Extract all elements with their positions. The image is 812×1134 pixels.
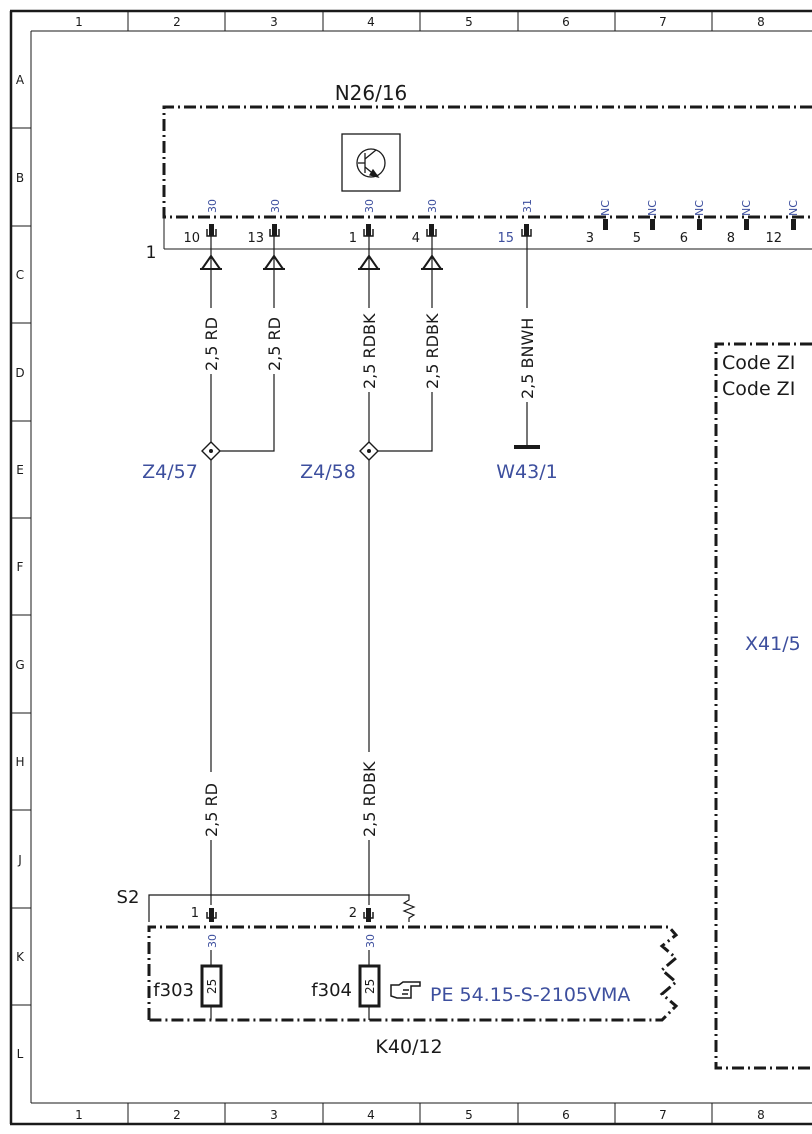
col-label: 5: [465, 15, 473, 29]
connector-number: 1: [146, 243, 157, 263]
terminal-label: 30: [269, 199, 282, 213]
terminal-label: 30: [426, 199, 439, 213]
col-label: 8: [757, 15, 765, 29]
col-label: 4: [367, 15, 375, 29]
terminal-label: NC: [599, 200, 612, 216]
col-label: 1: [75, 15, 83, 29]
terminal-label: 30: [206, 199, 219, 213]
pin-number: 13: [247, 231, 264, 246]
wire-labels: 2,5 RD 2,5 RD 2,5 RDBK 2,5 RDBK 2,5 BNWH…: [202, 313, 537, 837]
wire-label: 2,5 RDBK: [423, 313, 442, 389]
col-label: 2: [173, 15, 181, 29]
row-label: H: [15, 755, 24, 769]
pin-number: 4: [412, 231, 420, 246]
wire-label: 2,5 RD: [202, 783, 221, 837]
terminal-label: NC: [787, 200, 800, 216]
splice-label-z4-58: Z4/58: [300, 461, 356, 483]
fuse-label-f303: f303: [153, 980, 194, 1001]
row-label: J: [17, 853, 22, 867]
n26-terminal-labels: 30 30 30 30 31 NC NC NC NC NC: [206, 199, 800, 216]
drawing-frame: [9, 9, 812, 1126]
terminal-label: NC: [740, 200, 753, 216]
pin-number: 5: [633, 231, 641, 246]
fuse-block-k40-12: 30 30 25 25 f303 f304 PE 54.15-S-2105VMA…: [147, 925, 679, 1058]
fuse-rating: 25: [363, 979, 377, 994]
splice-nodes: [201, 441, 379, 461]
wire-label: 2,5 BNWH: [518, 318, 537, 399]
col-label: 6: [562, 15, 570, 29]
row-label: L: [17, 1047, 24, 1061]
pin-number: 1: [349, 231, 357, 246]
col-label: 5: [465, 1108, 473, 1122]
col-label: 2: [173, 1108, 181, 1122]
row-label: A: [16, 73, 25, 87]
pin-number: 15: [497, 231, 514, 246]
code-label-2: Code ZI: [722, 378, 795, 400]
fuse-f304: [358, 964, 381, 1008]
wire-label: 2,5 RD: [265, 317, 284, 371]
pin-number: 12: [765, 231, 782, 246]
pin-number: 6: [680, 231, 688, 246]
fuse-label-f304: f304: [311, 980, 352, 1001]
s2-terminal-label: 30: [364, 934, 377, 948]
s2-pin-number: 1: [191, 906, 199, 921]
row-label: K: [16, 950, 25, 964]
terminal-label: NC: [646, 200, 659, 216]
connector-triangles: [200, 254, 443, 270]
row-labels: A B C D E F G H J K L: [15, 73, 25, 1061]
col-label: 7: [659, 1108, 667, 1122]
s2-pin-number: 2: [349, 906, 357, 921]
row-label: D: [15, 366, 24, 380]
wire-label: 2,5 RD: [202, 317, 221, 371]
reference-link[interactable]: PE 54.15-S-2105VMA: [430, 984, 630, 1006]
column-labels-bottom: 1 2 3 4 5 6 7 8: [75, 1108, 765, 1122]
terminal-label: NC: [693, 200, 706, 216]
wire-label: 2,5 RDBK: [360, 761, 379, 837]
col-label: 3: [270, 1108, 278, 1122]
terminal-label: 31: [521, 199, 534, 213]
row-label: C: [16, 268, 24, 282]
connector-s2: S2 1 2: [117, 887, 416, 922]
col-label: 7: [659, 15, 667, 29]
col-label: 6: [562, 1108, 570, 1122]
fuse-rating: 25: [205, 979, 219, 994]
col-label: 4: [367, 1108, 375, 1122]
splice-label-z4-57: Z4/57: [142, 461, 198, 483]
row-label: F: [17, 560, 24, 574]
fuse-f303: [200, 964, 223, 1008]
wire-label: 2,5 RDBK: [360, 313, 379, 389]
row-label: G: [15, 658, 24, 672]
pin-number: 10: [183, 231, 200, 246]
code-label-1: Code ZI: [722, 352, 795, 374]
connector-label-x41-5: X41/5: [745, 633, 801, 655]
col-label: 8: [757, 1108, 765, 1122]
terminal-label: 30: [363, 199, 376, 213]
s2-terminal-label: 30: [206, 934, 219, 948]
pin-number: 3: [586, 231, 594, 246]
connector-s2-label: S2: [117, 887, 140, 908]
n26-pin-numbers: 10 13 1 4 15 3 5 6 8 12: [183, 231, 782, 246]
transistor-icon: [341, 133, 401, 192]
row-label: E: [16, 463, 24, 477]
row-label: B: [16, 171, 24, 185]
column-labels-top: 1 2 3 4 5 6 7 8: [75, 15, 765, 29]
fuse-block-label: K40/12: [375, 1036, 442, 1058]
col-label: 1: [75, 1108, 83, 1122]
control-unit-label: N26/16: [335, 81, 408, 105]
code-zi-box: Code ZI Code ZI X41/5: [714, 342, 812, 1070]
col-label: 3: [270, 15, 278, 29]
ground-label-w43-1: W43/1: [496, 461, 557, 483]
control-unit-n26-16: N26/16 1: [146, 81, 812, 263]
pin-number: 8: [727, 231, 735, 246]
pointing-hand-icon: [390, 981, 421, 999]
